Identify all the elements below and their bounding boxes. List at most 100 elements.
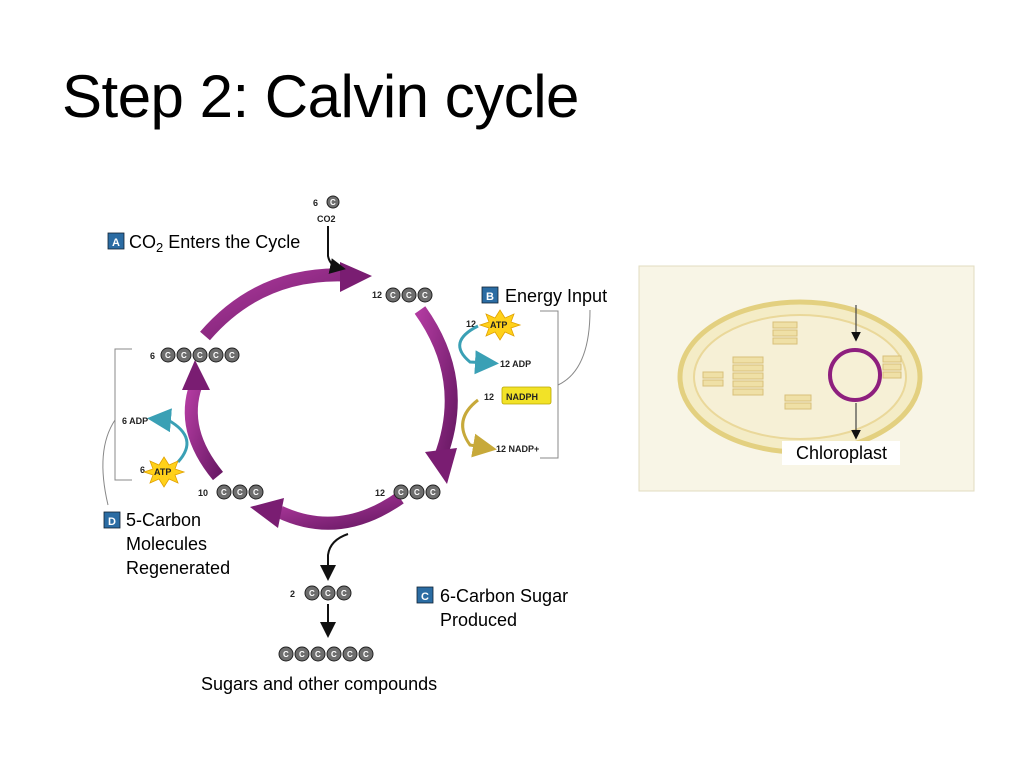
svg-text:5-Carbon: 5-Carbon (126, 510, 201, 530)
nadph-to-nadp: 12 NADPH 12 NADP+ (461, 386, 552, 458)
molecule-left-5c: 6 C C C C C (150, 347, 240, 363)
carbon-atom: C (224, 347, 240, 363)
svg-text:C: C (181, 351, 187, 360)
cycle-arrowhead-right (425, 448, 457, 484)
svg-text:C: C (398, 488, 404, 497)
svg-text:C: C (363, 650, 369, 659)
regen-adp-label: 6 ADP (122, 416, 148, 426)
svg-text:C: C (325, 589, 331, 598)
svg-text:C: C (421, 591, 429, 603)
svg-text:12: 12 (484, 392, 494, 402)
cycle-arrowhead-left (182, 360, 210, 390)
svg-text:ATP: ATP (490, 320, 507, 330)
badge-a (107, 232, 125, 250)
carbon-atom: C (326, 195, 340, 209)
cycle-arc-top-left (200, 268, 346, 341)
energy-bracket (540, 310, 559, 459)
regeneration-bracket (114, 348, 132, 481)
svg-text:B: B (486, 291, 494, 303)
cycle-arrowhead-bottom (250, 498, 284, 528)
carbon-atom: C (358, 646, 374, 662)
carbon-atom: C (417, 287, 433, 303)
regen-atp-to-adp: 6 ADP 6 ATP (122, 408, 189, 488)
svg-text:6: 6 (150, 351, 155, 361)
cycle-arc-left (184, 382, 224, 481)
cycle-arc-right (414, 306, 458, 461)
chloroplast-label: Chloroplast (796, 443, 887, 463)
molecule-bottom-left-3c: 10 C C C (198, 484, 264, 500)
step-a-label: A CO2 Enters the Cycle (107, 232, 300, 255)
svg-text:6-Carbon Sugar: 6-Carbon Sugar (440, 586, 568, 606)
svg-text:6: 6 (140, 465, 145, 475)
co2-formula: CO2 (317, 214, 336, 224)
svg-text:C: C (309, 589, 315, 598)
svg-text:C: C (197, 351, 203, 360)
regen-atp-burst (142, 456, 186, 488)
mini-calvin-cycle (828, 348, 882, 402)
carbon-atom: C (409, 484, 425, 500)
svg-text:12: 12 (375, 488, 385, 498)
svg-text:12: 12 (372, 290, 382, 300)
carbon-atom: C (393, 484, 409, 500)
step-b-text: Energy Input (505, 286, 607, 306)
carbon-atom: C (310, 646, 326, 662)
sugar-output: 2 C C C C C C C C C Sugars and other com… (201, 533, 437, 694)
regen-adp-arrow (147, 408, 189, 464)
chloroplast-inset: Chloroplast (638, 265, 975, 492)
svg-text:10: 10 (198, 488, 208, 498)
svg-text:NADPH: NADPH (506, 392, 538, 402)
carbon-atom: C (160, 347, 176, 363)
svg-text:C: C (299, 650, 305, 659)
carbon-atom: C (385, 287, 401, 303)
carbon-atom: C (304, 585, 320, 601)
atp-burst (478, 309, 522, 341)
svg-text:2: 2 (290, 589, 295, 599)
svg-text:C: C (341, 589, 347, 598)
slide-title: Step 2: Calvin cycle (62, 63, 579, 130)
svg-text:C: C (430, 488, 436, 497)
carbon-atom: C (208, 347, 224, 363)
svg-text:C: C (253, 488, 259, 497)
molecule-6c: C C C C C C (278, 646, 374, 662)
carbon-atom: C (401, 287, 417, 303)
svg-text:C: C (237, 488, 243, 497)
svg-text:C: C (165, 351, 171, 360)
svg-text:Molecules: Molecules (126, 534, 207, 554)
molecule-top-3c: 12 C C C (372, 287, 433, 303)
carbon-atom: C (176, 347, 192, 363)
co2-count: 6 (313, 198, 318, 208)
svg-text:12: 12 (466, 319, 476, 329)
svg-text:D: D (108, 516, 116, 528)
carbon-atom: C (232, 484, 248, 500)
svg-text:C: C (213, 351, 219, 360)
svg-text:C: C (331, 650, 337, 659)
step-c-label: C 6-Carbon Sugar Produced (416, 586, 568, 630)
step-b-label: B Energy Input (481, 286, 607, 459)
svg-text:C: C (283, 650, 289, 659)
badge-c (416, 586, 434, 604)
sugars-label: Sugars and other compounds (201, 674, 437, 694)
step-a-text: CO2 Enters the Cycle (129, 232, 300, 255)
carbon-atom: C (342, 646, 358, 662)
co2-input: 6 C CO2 (313, 195, 346, 274)
svg-text:C: C (414, 488, 420, 497)
svg-text:Regenerated: Regenerated (126, 558, 230, 578)
badge-b (481, 286, 499, 304)
carbon-atom: C (192, 347, 208, 363)
carbon-atom: C (326, 646, 342, 662)
nadp-arrow (461, 398, 497, 458)
thylakoids (702, 321, 902, 410)
svg-text:C: C (347, 650, 353, 659)
carbon-atom: C (425, 484, 441, 500)
carbon-atom: C (278, 646, 294, 662)
svg-text:C: C (315, 650, 321, 659)
carbon-atom: C (294, 646, 310, 662)
carbon-atom: C (336, 585, 352, 601)
svg-text:Produced: Produced (440, 610, 517, 630)
svg-text:ATP: ATP (154, 467, 171, 477)
adp-arrow (458, 324, 499, 375)
atp-to-adp: 12 ATP 12 ADP (458, 309, 531, 375)
badge-d (103, 511, 121, 529)
carbon-atom: C (216, 484, 232, 500)
svg-text:C: C (221, 488, 227, 497)
